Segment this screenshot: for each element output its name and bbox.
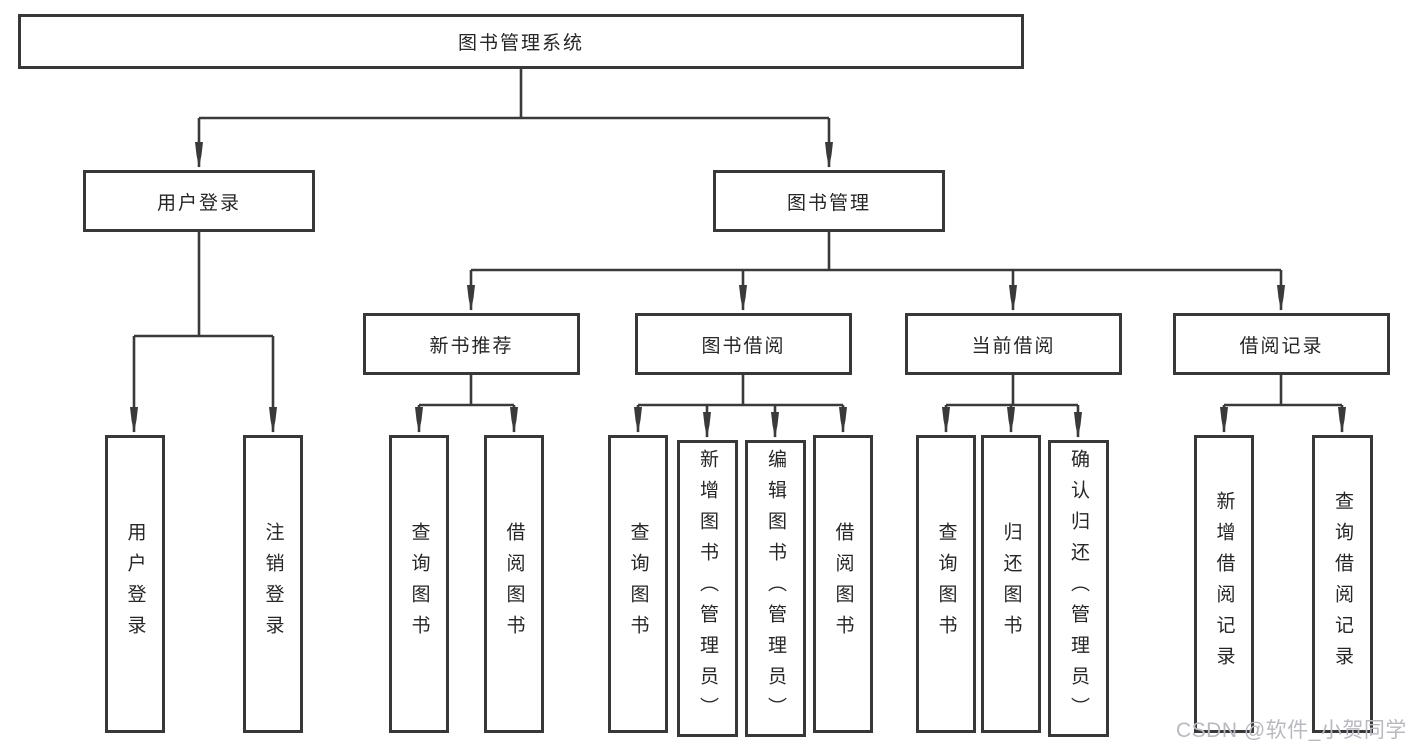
leaf-user-login: 用户登录 [105,435,165,733]
leaf-edit-books-admin: 编辑图书（管理员） [745,440,806,737]
leaf-logout: 注销登录 [243,435,303,733]
leaf-add-books-admin: 新增图书（管理员） [677,440,738,737]
node-library-system: 图书管理系统 [18,14,1024,69]
node-current-borrowing: 当前借阅 [905,313,1122,375]
leaf-confirm-return-admin: 确认归还（管理员） [1048,440,1109,737]
leaf-borrow-query-books: 查询图书 [608,435,668,733]
node-new-book-recommend: 新书推荐 [363,313,580,375]
leaf-add-borrow-record: 新增借阅记录 [1194,435,1254,733]
leaf-newbooks-borrow-books: 借阅图书 [484,435,544,733]
leaf-return-books: 归还图书 [981,435,1041,733]
node-user-login: 用户登录 [83,170,315,232]
leaf-newbooks-query-books: 查询图书 [389,435,449,733]
node-book-borrowing: 图书借阅 [635,313,852,375]
leaf-borrow-borrow-books: 借阅图书 [813,435,873,733]
node-book-management: 图书管理 [713,170,945,232]
watermark: CSDN @软件_小贺同学 [1176,719,1405,742]
leaf-query-borrow-record: 查询借阅记录 [1312,435,1373,733]
leaf-current-query-books: 查询图书 [916,435,976,733]
node-borrow-records: 借阅记录 [1173,313,1390,375]
